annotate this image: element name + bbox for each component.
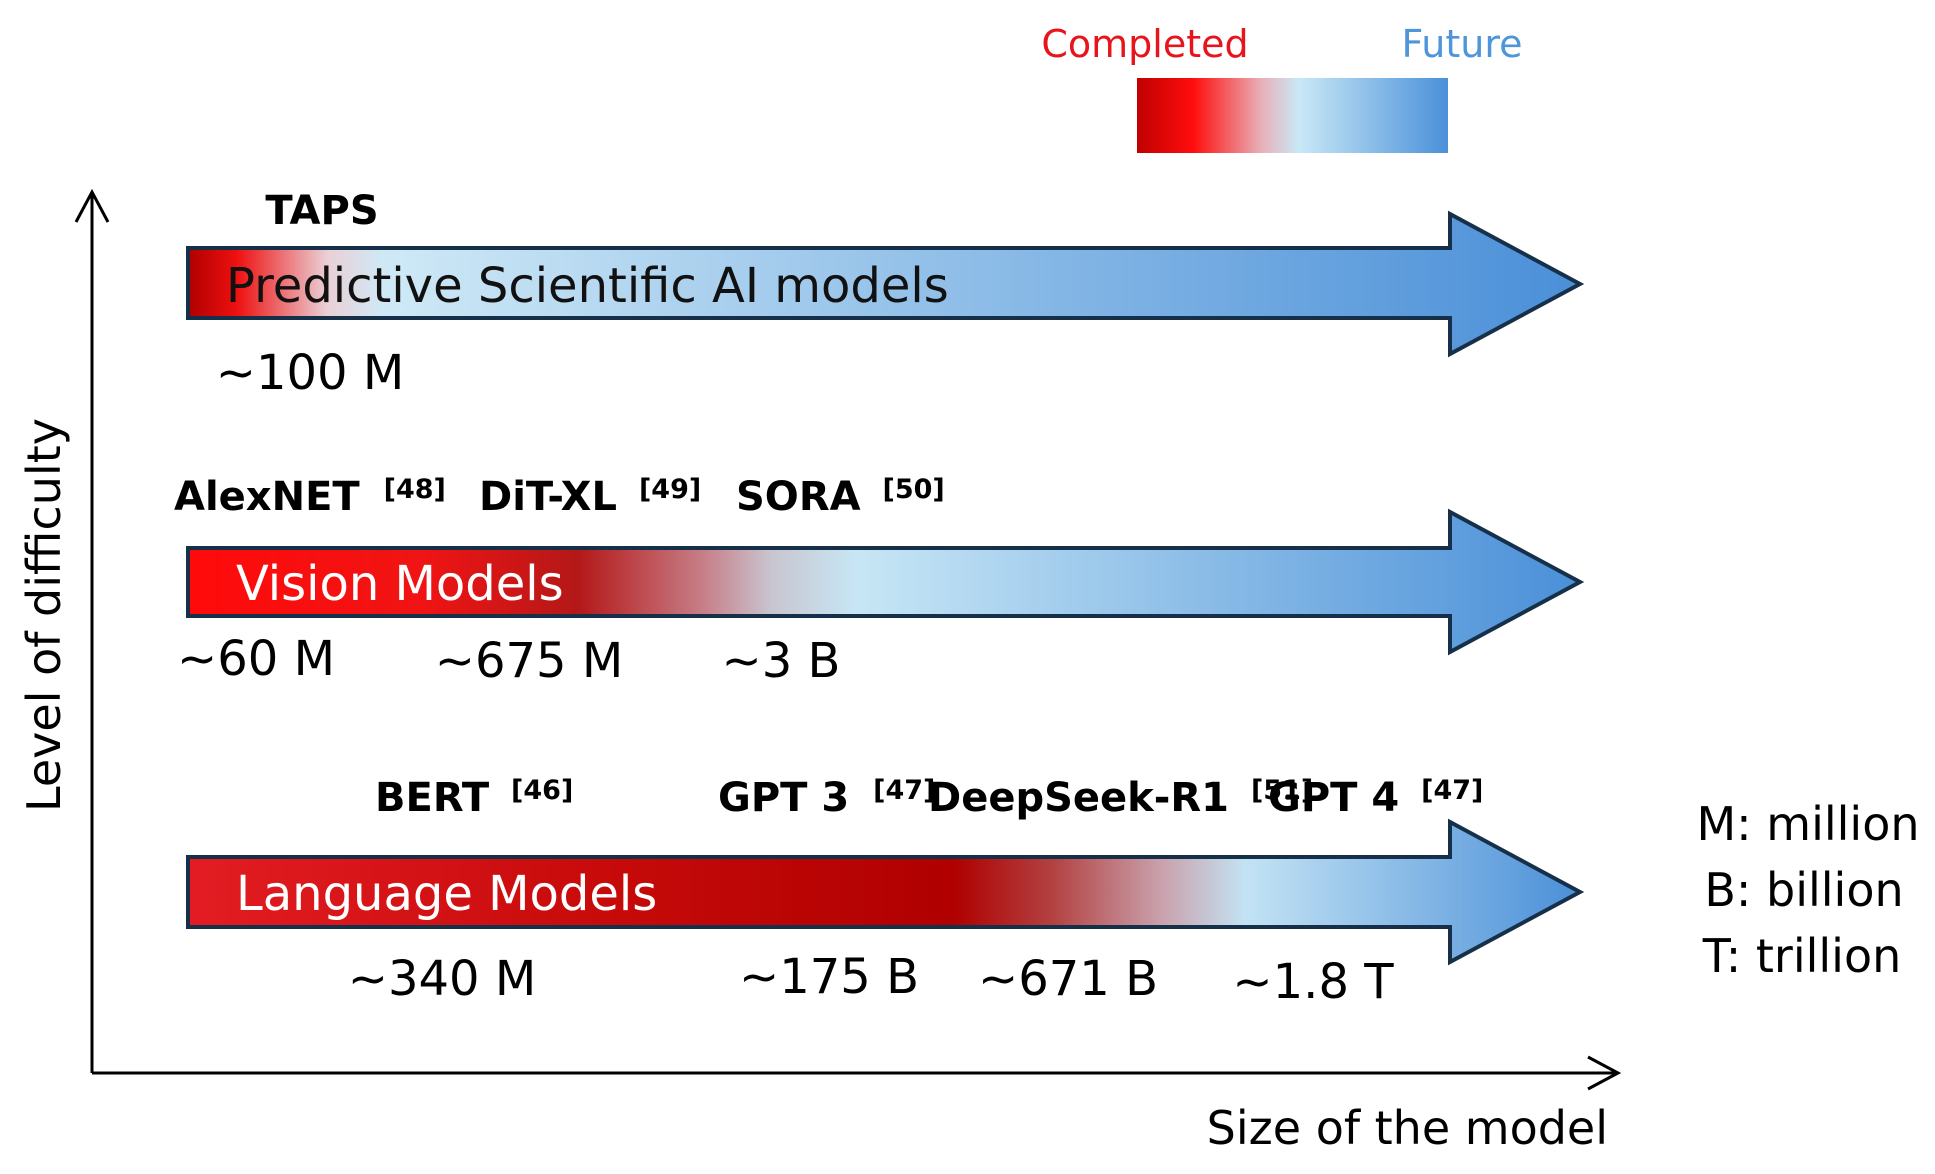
legend-future-label: Future (1401, 22, 1522, 66)
model-name-dit-xl: DiT-XL [49] (479, 474, 701, 520)
model-name-deepseek-r1: DeepSeek-R1 [51] (928, 775, 1313, 821)
x-axis-label: Size of the model (1207, 1101, 1608, 1155)
model-name-bert: BERT [46] (375, 775, 573, 821)
model-size-gpt-4: ~1.8 T (1232, 954, 1394, 1010)
legend-completed-label: Completed (1041, 22, 1248, 66)
y-axis-arrowhead (74, 188, 110, 223)
track-arrow (186, 818, 1585, 966)
unit-million: M: million (1696, 797, 1919, 851)
unit-trillion: T: trillion (1702, 929, 1902, 983)
unit-billion: B: billion (1704, 863, 1903, 917)
model-name-sora: SORA [50] (736, 474, 945, 520)
model-size-bert: ~340 M (348, 951, 537, 1007)
track-arrow (186, 210, 1585, 358)
model-name-gpt-3: GPT 3 [47] (718, 775, 935, 821)
model-size-dit-xl: ~675 M (435, 633, 624, 689)
legend: Completed Future (1041, 22, 1523, 153)
model-name-alexnet: AlexNET [48] (174, 474, 446, 520)
model-size-taps: ~100 M (216, 345, 405, 401)
axes: Level of difficulty Size of the model (17, 188, 1622, 1155)
model-size-sora: ~3 B (722, 633, 841, 689)
x-axis-arrowhead (1587, 1055, 1622, 1091)
track-arrow (186, 508, 1585, 656)
track-language-models: Language Models BERT [46] GPT 3 [47] Dee… (186, 775, 1585, 1010)
track-label: Vision Models (236, 556, 564, 612)
track-predictive-scientific-ai: Predictive Scientific AI models TAPS ~10… (186, 188, 1585, 401)
track-label: Predictive Scientific AI models (226, 258, 949, 314)
model-name-taps: TAPS (265, 188, 378, 234)
legend-gradient-bar (1137, 78, 1448, 153)
model-name-gpt-4: GPT 4 [47] (1268, 775, 1483, 821)
y-axis-label: Level of difficulty (17, 418, 71, 812)
track-vision-models: Vision Models AlexNET [48] DiT-XL [49] S… (174, 474, 1585, 689)
model-size-alexnet: ~60 M (177, 631, 335, 687)
model-size-deepseek-r1: ~671 B (978, 951, 1158, 1007)
units-key: M: million B: billion T: trillion (1696, 797, 1919, 983)
model-size-gpt-3: ~175 B (739, 949, 919, 1005)
track-label: Language Models (236, 866, 657, 922)
